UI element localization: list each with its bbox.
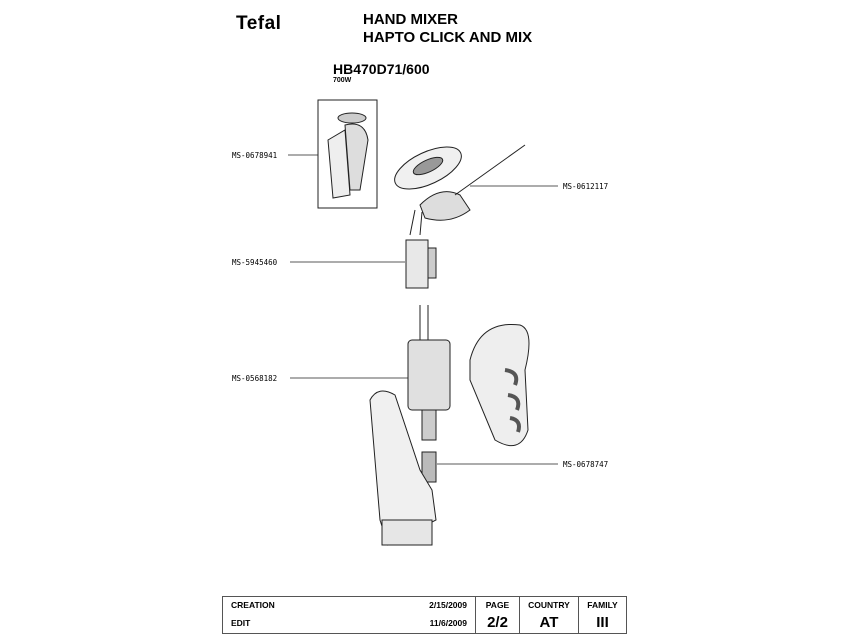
part-label: MS-0678747 xyxy=(563,460,609,469)
body-shell-part xyxy=(369,390,437,546)
page-value: 2/2 xyxy=(475,612,520,634)
exploded-diagram xyxy=(288,99,558,546)
switch-cable-part xyxy=(409,144,526,236)
coupling-part xyxy=(421,451,437,483)
power-rating: 700W xyxy=(333,77,352,84)
inset-assembly-drawing xyxy=(327,112,369,199)
motor-part xyxy=(407,305,451,441)
country-value: AT xyxy=(519,612,579,634)
family-label: FAMILY xyxy=(578,596,627,613)
title-line2: HAPTO CLICK AND MIX xyxy=(363,29,533,46)
model-number: HB470D71/600 xyxy=(333,61,430,77)
footer-info-table: CREATION 2/15/2009 PAGE COUNTRY FAMILY E… xyxy=(222,596,627,634)
edit-label: EDIT xyxy=(231,617,251,628)
page-label: PAGE xyxy=(475,596,520,613)
title-line1: HAND MIXER xyxy=(363,11,459,28)
family-value: III xyxy=(578,612,627,634)
brand-logo: Tefal xyxy=(236,13,282,34)
leader-lines xyxy=(288,154,558,465)
footer-row-creation: CREATION 2/15/2009 PAGE COUNTRY FAMILY xyxy=(223,596,627,613)
part-label: MS-0612117 xyxy=(563,182,609,191)
assembly-inset-box xyxy=(317,99,378,209)
part-label: MS-0568182 xyxy=(232,374,278,383)
footer-row-edit: EDIT 11/6/2009 2/2 AT III xyxy=(223,612,627,634)
handle-part xyxy=(469,323,530,447)
top-cover-part xyxy=(394,146,462,190)
part-label: MS-5945460 xyxy=(232,258,278,267)
pcb-part xyxy=(405,239,437,289)
edit-date: 11/6/2009 xyxy=(429,617,467,628)
creation-label: CREATION xyxy=(231,599,275,610)
part-label: MS-0678941 xyxy=(232,151,278,160)
country-label: COUNTRY xyxy=(519,596,579,613)
creation-date: 2/15/2009 xyxy=(429,599,467,610)
